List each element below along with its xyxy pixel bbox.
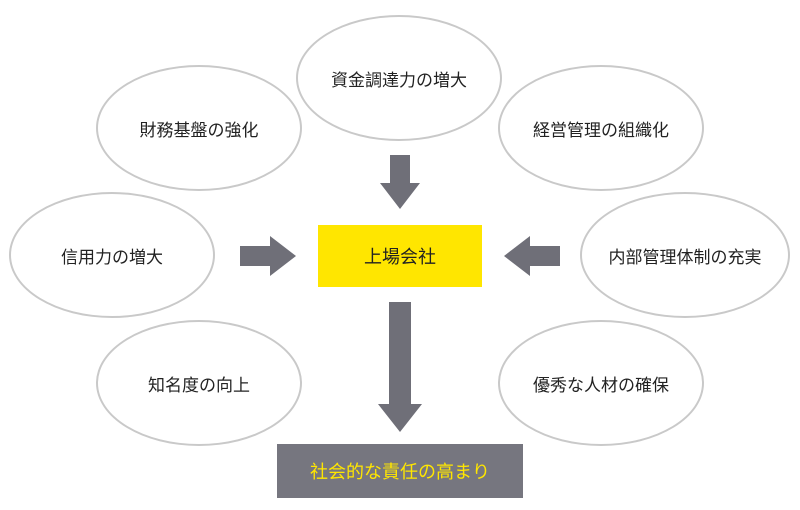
center-listed-company-box: 上場会社	[318, 225, 482, 287]
benefit-label-talent: 優秀な人材の確保	[533, 375, 669, 396]
benefit-ellipse-credibility: 信用力の増大	[9, 192, 215, 318]
benefit-ellipse-financial-base: 財務基盤の強化	[96, 65, 302, 191]
benefit-ellipse-talent: 優秀な人材の確保	[498, 320, 704, 446]
benefit-ellipse-recognition: 知名度の向上	[96, 320, 302, 446]
benefit-ellipse-management-organization: 経営管理の組織化	[498, 65, 704, 191]
result-box: 社会的な責任の高まり	[277, 444, 523, 498]
benefit-ellipse-internal-control: 内部管理体制の充実	[580, 192, 790, 318]
benefit-label-credibility: 信用力の増大	[61, 247, 163, 268]
benefit-label-management-organization: 経営管理の組織化	[533, 120, 669, 141]
arrow-right-left-icon	[240, 236, 296, 276]
arrow-left-right-icon	[504, 236, 560, 276]
center-label: 上場会社	[364, 247, 436, 268]
benefit-label-fundraising: 資金調達力の増大	[331, 70, 467, 91]
benefit-label-financial-base: 財務基盤の強化	[139, 120, 259, 141]
benefit-ellipse-fundraising: 資金調達力の増大	[296, 15, 502, 141]
arrow-down-bottom-icon	[378, 302, 422, 432]
benefit-label-internal-control: 内部管理体制の充実	[608, 247, 762, 268]
result-label: 社会的な責任の高まり	[310, 462, 490, 483]
arrow-down-top-icon	[380, 155, 420, 209]
benefit-label-recognition: 知名度の向上	[148, 375, 250, 396]
